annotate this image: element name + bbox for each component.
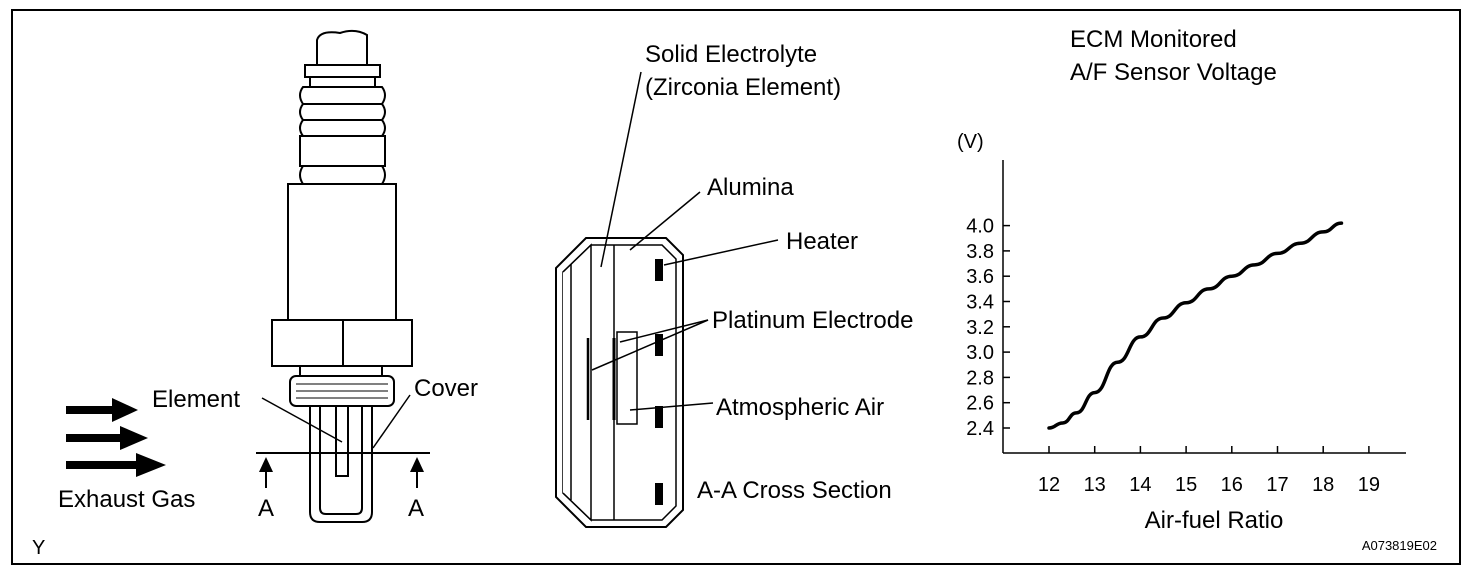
chart-title-line2: A/F Sensor Voltage [1070, 59, 1277, 86]
section-marker-right: A [408, 495, 424, 522]
x-tick-label: 17 [1266, 474, 1288, 496]
series-line-0 [1047, 221, 1344, 430]
section-arrow-left-head [259, 457, 273, 472]
y-tick-label: 3.6 [966, 266, 994, 288]
exhaust-arrow-2-shaft [66, 434, 124, 442]
cover-leader [372, 394, 411, 449]
y-axis-label: (V) [957, 131, 984, 153]
heater-bar [655, 483, 663, 505]
heater-elements [655, 259, 663, 505]
heater-label: Heater [786, 228, 858, 255]
chart-title-line1: ECM Monitored [1070, 26, 1237, 53]
sensor-ring-1 [299, 86, 386, 105]
solid-electrolyte-leader [600, 71, 642, 268]
heater-bar [655, 334, 663, 356]
y-tick-label: 3.8 [966, 241, 994, 263]
atmospheric-air-chamber [616, 331, 638, 425]
y-tick-label: 4.0 [966, 216, 994, 238]
sensor-drawing [271, 29, 413, 523]
section-line [256, 452, 430, 488]
exhaust-arrows [66, 398, 166, 477]
sensor-crimp-band [299, 135, 386, 167]
platinum-electrode-leader-outer [591, 319, 709, 371]
sensor-plug [316, 29, 368, 66]
x-tick-label: 18 [1312, 474, 1334, 496]
section-arrow-right-head [410, 457, 424, 472]
cross-section-caption: A-A Cross Section [697, 477, 892, 504]
heater-leader [663, 239, 779, 266]
x-tick-label: 14 [1129, 474, 1151, 496]
figure-border [11, 9, 1461, 565]
atmospheric-air-leader [629, 402, 714, 411]
platinum-electrode-label: Platinum Electrode [712, 307, 913, 334]
sensor-collar [304, 64, 381, 78]
y-tick-label: 2.8 [966, 367, 994, 389]
y-tick-label: 3.4 [966, 292, 994, 314]
electrolyte-wall [562, 243, 592, 522]
sensor-neck [299, 365, 383, 377]
element-leader [261, 397, 343, 443]
sensor-element [335, 405, 349, 477]
solid-electrolyte-label: Solid Electrolyte [645, 41, 817, 68]
exhaust-arrow-2-head [120, 426, 148, 450]
cross-section-leaders [591, 71, 779, 411]
x-axis-label: Air-fuel Ratio [1145, 507, 1284, 534]
exhaust-arrow-1-shaft [66, 406, 116, 414]
platinum-electrode-leader-inner [619, 319, 709, 343]
zirconia-element-label: (Zirconia Element) [645, 74, 841, 101]
x-tick-label: 19 [1358, 474, 1380, 496]
section-marker-left: A [258, 495, 274, 522]
alumina-leader [629, 191, 701, 251]
x-tick-label: 15 [1175, 474, 1197, 496]
x-tick-label: 12 [1038, 474, 1060, 496]
sensor-ring-3 [299, 119, 386, 137]
sensor-collar-2 [309, 76, 376, 88]
heater-bar [655, 406, 663, 428]
y-tick-label: 2.4 [966, 418, 994, 440]
x-tick-label: 13 [1084, 474, 1106, 496]
exhaust-arrow-1-head [112, 398, 138, 422]
x-tick-label: 16 [1221, 474, 1243, 496]
exhaust-arrow-3-shaft [66, 461, 140, 469]
element-label: Element [152, 386, 240, 413]
y-tick-label: 2.6 [966, 393, 994, 415]
sensor-ring-4 [299, 165, 386, 185]
y-tick-label: 3.0 [966, 342, 994, 364]
cover-label: Cover [414, 375, 478, 402]
chart: 2.4 2.6 2.8 3.0 3.2 3.4 3.6 3.8 4.0 (V) 12 13 14 15 16… [957, 131, 1406, 534]
exhaust-arrow-3-head [136, 453, 166, 477]
cross-section-drawing [555, 237, 684, 528]
exhaust-gas-label: Exhaust Gas [58, 486, 195, 513]
heater-bar [655, 259, 663, 281]
y-tick-label: 3.2 [966, 317, 994, 339]
figure-code: A073819E02 [1362, 538, 1437, 553]
atmospheric-air-label: Atmospheric Air [716, 394, 884, 421]
sensor-ring-2 [299, 103, 386, 121]
corner-mark: Y [32, 537, 45, 559]
sensor-body [287, 183, 397, 321]
alumina-label: Alumina [707, 174, 794, 201]
